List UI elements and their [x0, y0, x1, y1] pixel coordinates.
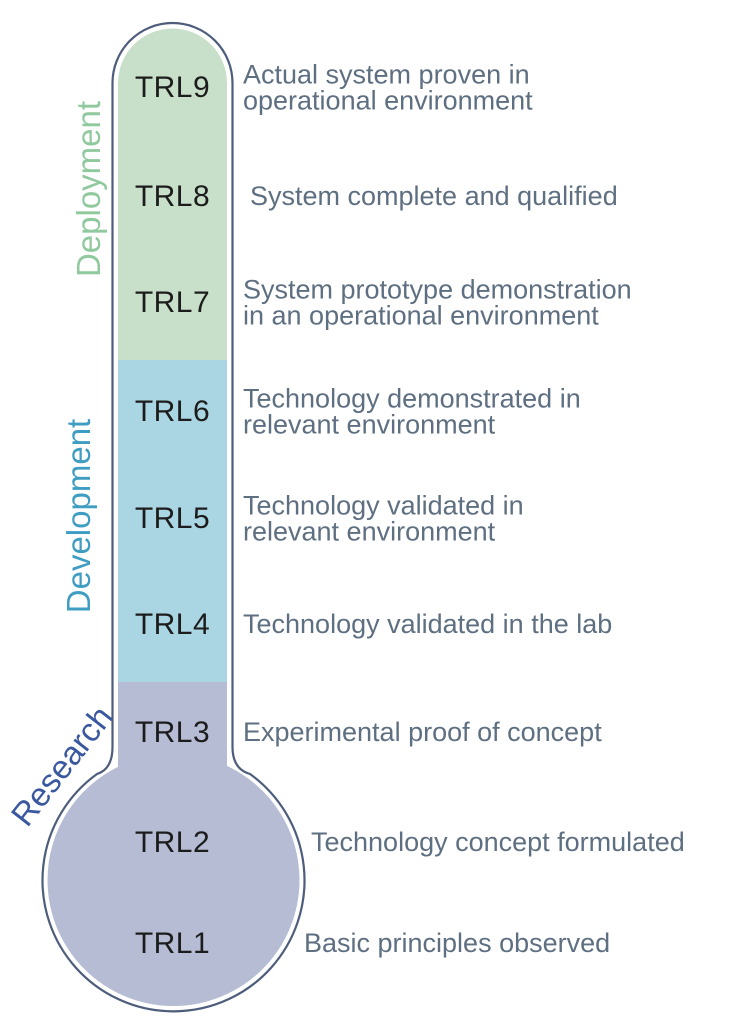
trl-row-1: TRL1 Basic principles observed [0, 912, 733, 976]
trl-row-9: TRL9 Actual system proven in operational… [0, 56, 733, 120]
trl-row-7: TRL7 System prototype demonstration in a… [0, 271, 733, 335]
trl-description: Basic principles observed [304, 928, 611, 959]
trl-row-4: TRL4 Technology validated in the lab [0, 593, 733, 657]
trl-row-3: TRL3 Experimental proof of concept [0, 701, 733, 765]
trl-description: Experimental proof of concept [243, 717, 602, 748]
trl-description: Actual system proven in operational envi… [243, 59, 533, 115]
trl-level-label: TRL6 [134, 395, 211, 428]
trl-level-label: TRL4 [134, 608, 211, 641]
thermometer-outline [41, 21, 306, 1013]
trl-description: Technology validated in the lab [243, 609, 613, 640]
trl-description: Technology concept formulated [311, 827, 685, 858]
trl-level-label: TRL1 [134, 927, 211, 960]
trl-description: Technology demonstrated in relevant envi… [243, 383, 581, 439]
trl-row-2: TRL2 Technology concept formulated [0, 811, 733, 875]
trl-level-label: TRL5 [134, 502, 211, 535]
trl-row-6: TRL6 Technology demonstrated in relevant… [0, 380, 733, 444]
trl-level-label: TRL2 [134, 826, 211, 859]
trl-level-label: TRL3 [134, 716, 211, 749]
trl-row-8: TRL8 System complete and qualified [0, 165, 733, 229]
trl-description: Technology validated in relevant environ… [243, 490, 524, 546]
trl-description: System prototype demonstration in an ope… [243, 274, 632, 330]
trl-level-label: TRL9 [134, 71, 211, 104]
trl-description: System complete and qualified [250, 181, 618, 212]
trl-row-5: TRL5 Technology validated in relevant en… [0, 487, 733, 551]
trl-level-label: TRL7 [134, 286, 211, 319]
trl-level-label: TRL8 [134, 180, 211, 213]
